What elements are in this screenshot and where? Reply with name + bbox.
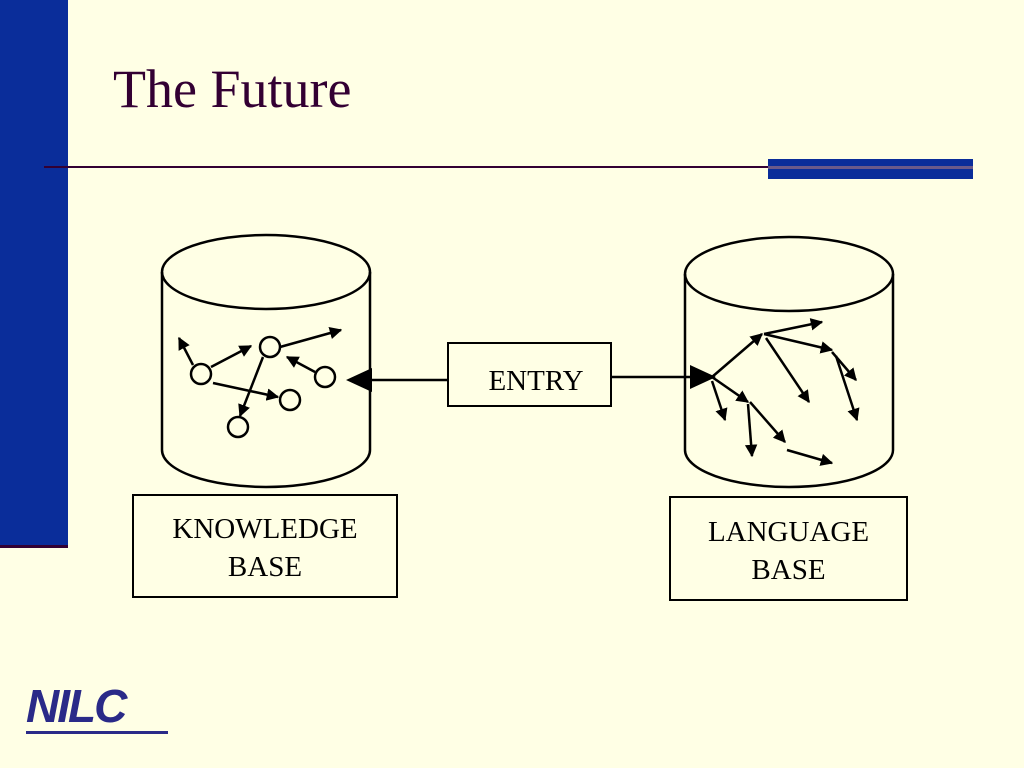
nilc-logo-underline bbox=[26, 731, 168, 734]
lb-edge bbox=[786, 448, 834, 466]
language-base-label: LANGUAGE BASE bbox=[670, 514, 907, 589]
knowledge-base-cylinder bbox=[160, 233, 372, 489]
left-accent-bar-edge bbox=[0, 545, 68, 548]
language-base-label-line2: BASE bbox=[751, 553, 826, 586]
kb-edge bbox=[177, 336, 195, 366]
entry-to-language-arrow bbox=[611, 365, 716, 389]
knowledge-base-label-box bbox=[132, 494, 398, 598]
lb-edge bbox=[749, 401, 786, 443]
lb-edge bbox=[763, 332, 834, 354]
kb-edge bbox=[238, 356, 265, 418]
language-base-label-line1: LANGUAGE bbox=[707, 516, 870, 548]
entry-box bbox=[447, 342, 612, 407]
lb-edge bbox=[744, 403, 758, 458]
title-divider-accent bbox=[768, 159, 973, 179]
knowledge-graph bbox=[177, 326, 343, 439]
title-divider bbox=[44, 166, 944, 168]
lb-edge bbox=[834, 355, 860, 422]
kb-edge bbox=[210, 344, 253, 369]
language-base-label-box bbox=[669, 496, 908, 601]
entry-to-knowledge-arrow bbox=[346, 368, 448, 392]
lb-edge bbox=[764, 337, 811, 404]
language-base-cylinder bbox=[683, 235, 895, 489]
kb-edge bbox=[212, 381, 280, 401]
left-accent-bar bbox=[0, 0, 68, 545]
title-divider-accent-stripe bbox=[768, 166, 973, 169]
lb-edge bbox=[711, 375, 750, 404]
lb-edge bbox=[711, 333, 763, 378]
kb-edge bbox=[279, 326, 343, 349]
kb-edge bbox=[285, 355, 316, 374]
kb-node bbox=[258, 335, 282, 359]
entry-label: ENTRY bbox=[488, 365, 583, 397]
nilc-logo: NILC bbox=[26, 683, 176, 743]
slide-title: The Future bbox=[113, 59, 352, 119]
knowledge-base-label-line1: KNOWLEDGE bbox=[172, 513, 358, 545]
kb-node bbox=[189, 362, 213, 386]
language-graph bbox=[710, 318, 860, 466]
kb-node bbox=[313, 365, 337, 389]
nilc-logo-text: NILC bbox=[26, 680, 127, 732]
lb-edge bbox=[710, 380, 728, 422]
kb-node bbox=[226, 415, 250, 439]
kb-node bbox=[278, 388, 302, 412]
lb-edge bbox=[763, 318, 824, 336]
knowledge-base-label: KNOWLEDGE BASE bbox=[133, 511, 397, 586]
knowledge-base-label-line2: BASE bbox=[227, 550, 303, 583]
